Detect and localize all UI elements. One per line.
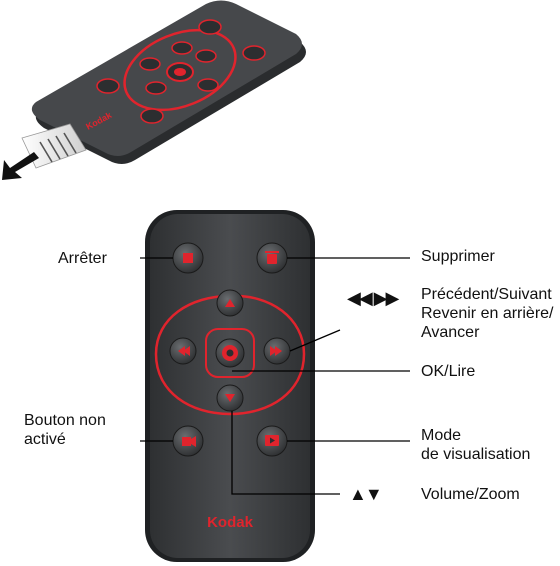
leader-lines xyxy=(140,257,410,495)
label-ok-play: OK/Lire xyxy=(421,363,476,380)
inactive-button[interactable] xyxy=(172,425,204,457)
down-button[interactable] xyxy=(216,384,244,412)
remote-front: Kodak xyxy=(145,210,315,562)
ok-play-button[interactable] xyxy=(215,338,245,368)
remote-perspective: Kodak xyxy=(2,0,306,180)
ok-ring xyxy=(205,328,255,378)
fast-forward-button[interactable] xyxy=(263,337,291,365)
up-arrow-icon xyxy=(225,299,235,307)
label-stop: Arrêter xyxy=(58,250,107,267)
up-down-arrows-icon: ▲▼ xyxy=(349,484,383,504)
delete-button[interactable] xyxy=(256,242,288,274)
label-view-mode: Mode de visualisation xyxy=(421,427,531,463)
stop-icon xyxy=(183,253,193,263)
fast-forward-icon xyxy=(270,346,282,356)
remote-perspective-buttons xyxy=(96,19,266,124)
label-prev-next: Précédent/Suivant Revenir en arrière/ Av… xyxy=(421,286,554,341)
rewind-icon xyxy=(178,346,190,356)
label-volume-zoom: Volume/Zoom xyxy=(421,486,520,503)
leader-prev-next xyxy=(289,329,341,352)
label-inactive: Bouton non activé xyxy=(24,412,106,448)
review-icon xyxy=(265,435,279,446)
inactive-icon xyxy=(182,436,196,447)
remote-front-logo: Kodak xyxy=(207,514,254,531)
stop-button[interactable] xyxy=(172,242,204,274)
remote-perspective-ring xyxy=(123,28,237,112)
rewind-button[interactable] xyxy=(169,337,197,365)
review-button[interactable] xyxy=(256,425,288,457)
remote-perspective-face xyxy=(31,0,302,156)
battery-pull-tab-stripes xyxy=(39,132,77,163)
label-delete: Supprimer xyxy=(421,248,495,265)
trash-icon xyxy=(265,251,279,264)
down-arrow-icon xyxy=(225,394,235,402)
up-button[interactable] xyxy=(216,289,244,317)
battery-pull-tab-arrow-icon xyxy=(2,152,39,180)
dpad-ring xyxy=(154,294,306,416)
leader-volume-zoom xyxy=(231,411,340,495)
prev-next-arrows-icon: ◀◀ ▶▶ xyxy=(347,288,399,308)
